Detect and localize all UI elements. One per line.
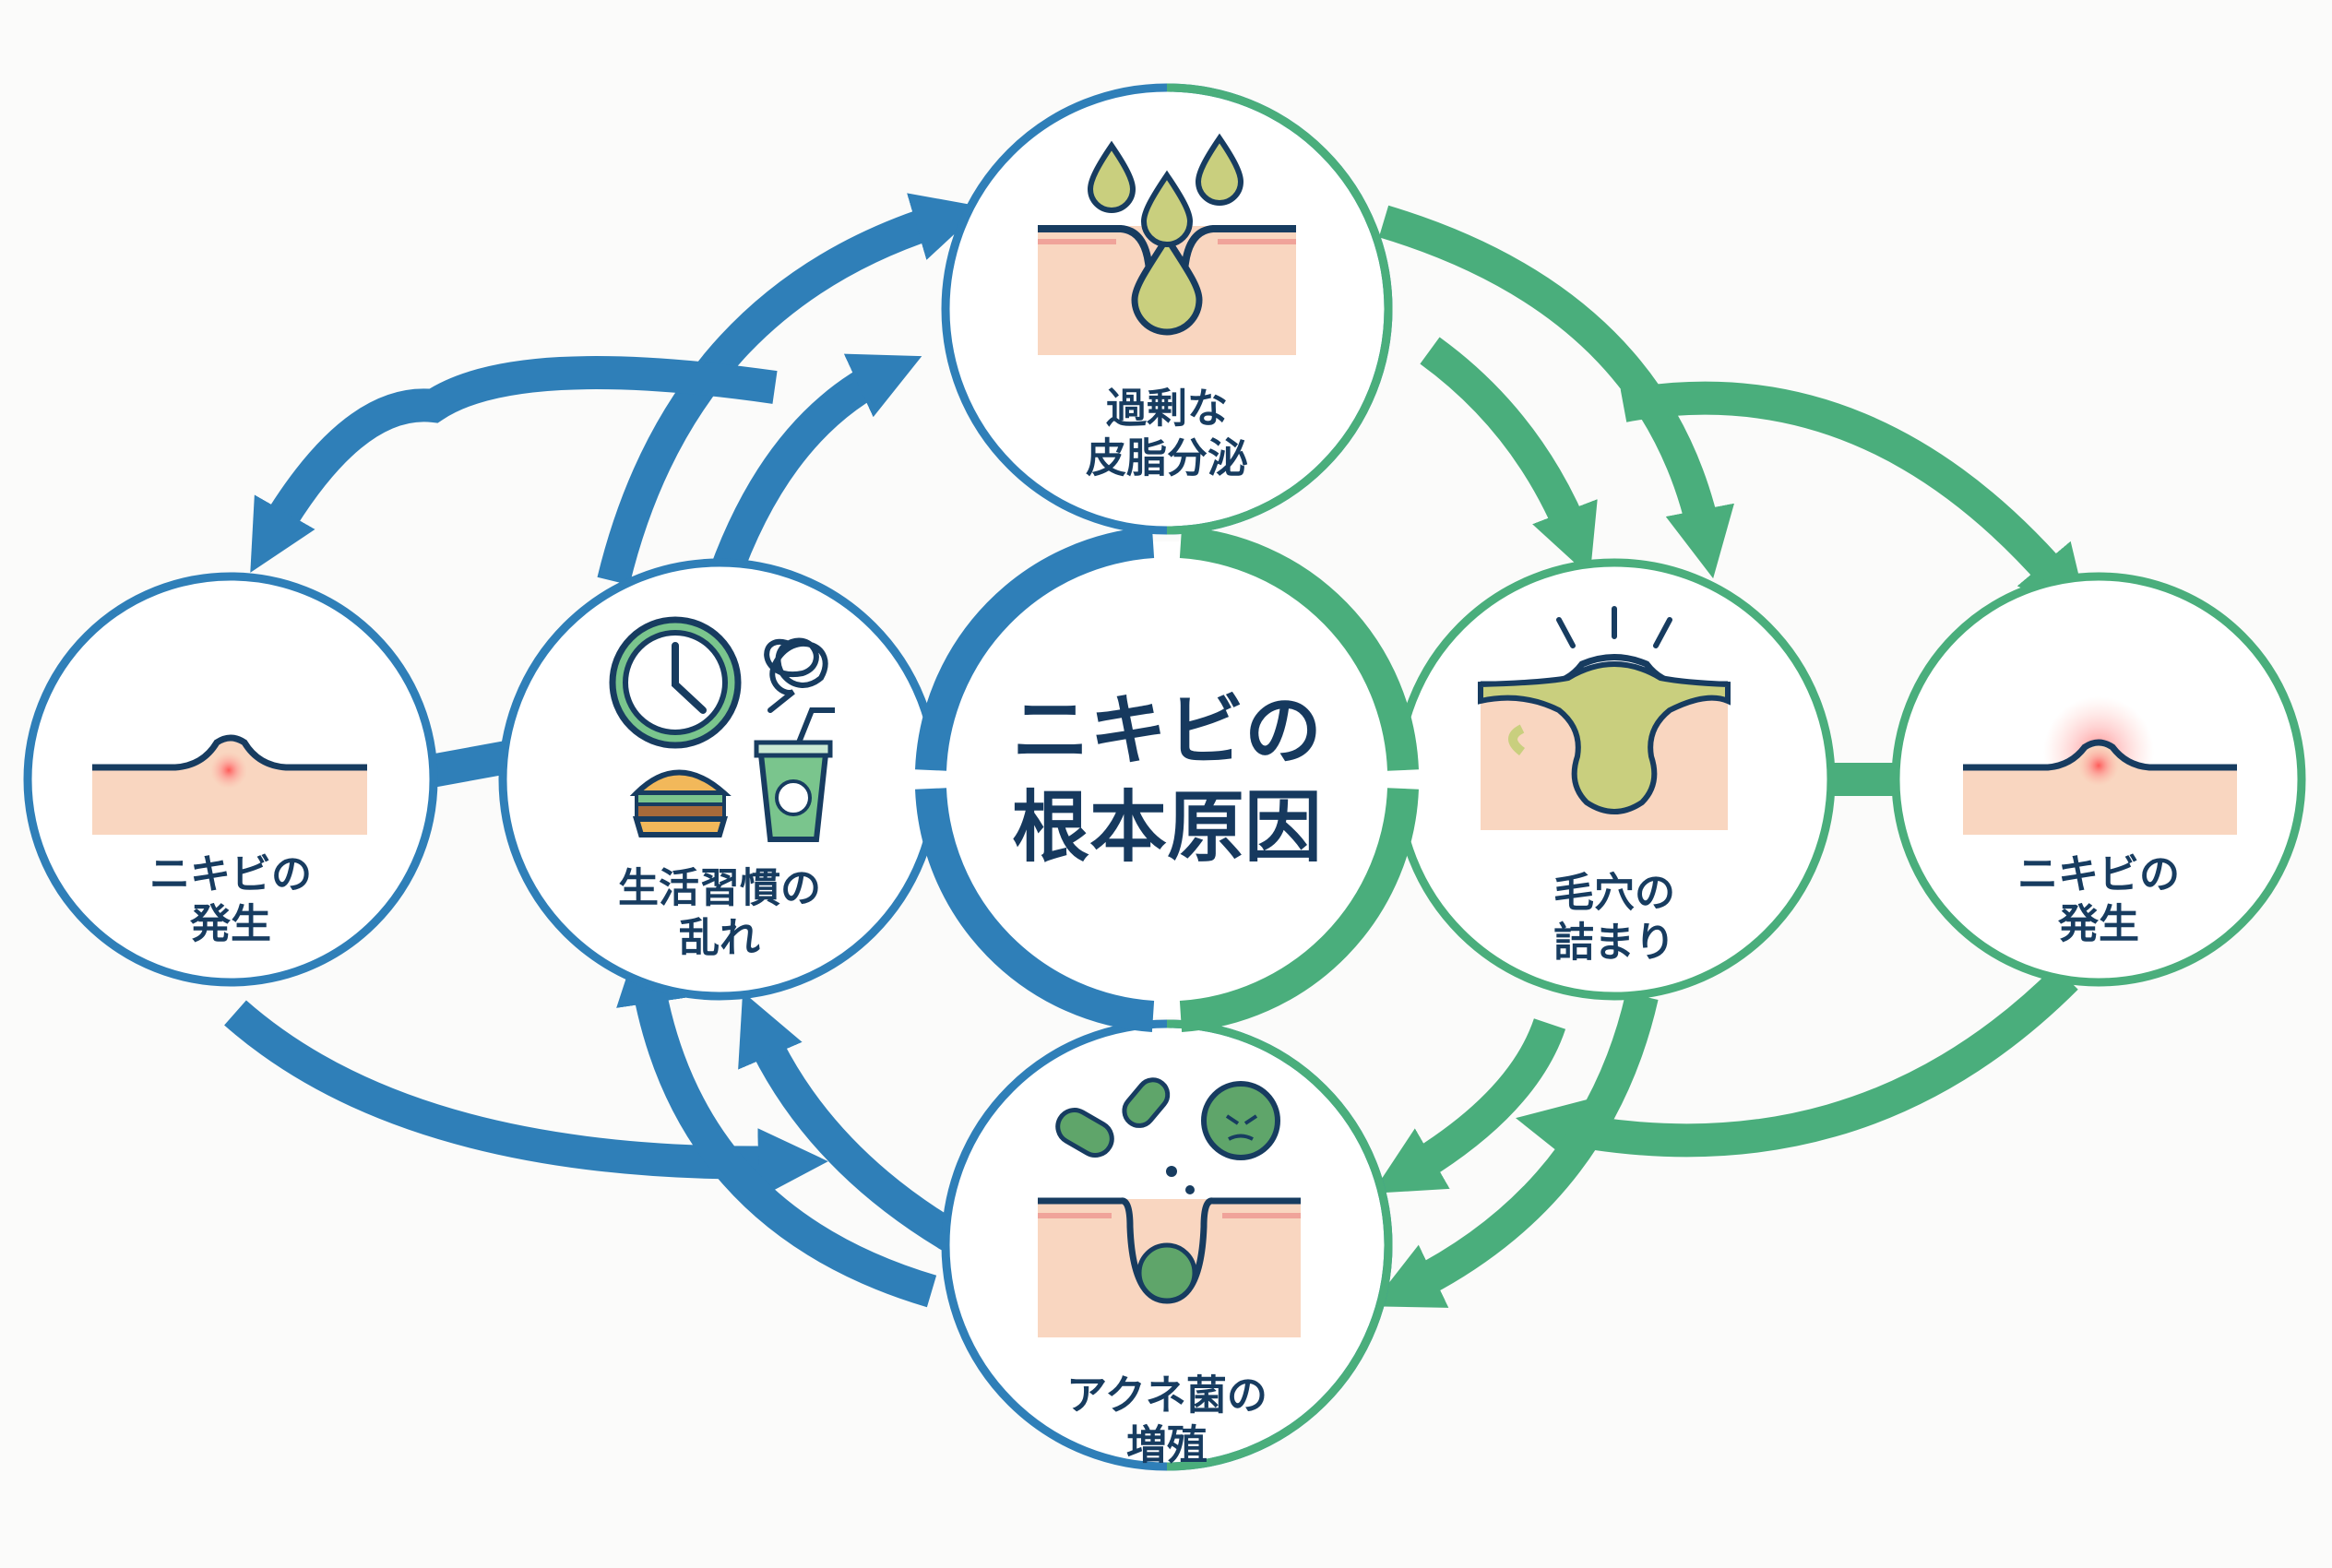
arrow-sebum-to-pore-inner [1420,337,1598,577]
node-sebum-line1: 過剰な [1106,385,1228,433]
clogged-pore-icon [1478,606,1731,830]
arrow-acne-right-to-bacteria-outer [1516,966,2078,1167]
node-lifestyle-line1: 生活習慣の [618,864,821,912]
arrow-bacteria-to-lifestyle-outer [616,933,937,1308]
node-acne-left-line2: 発生 [190,900,271,947]
arrow-acne-left-to-bacteria-outer [224,1000,828,1198]
center-line1: ニキビの [1011,685,1323,776]
node-acne-right-label: ニキビの 発生 [2017,849,2180,948]
node-lifestyle-line2: 乱れ [679,914,760,961]
center-label: ニキビの 根本原因 [1012,683,1322,876]
arrow-lifestyle-to-sebum-outer [597,193,984,586]
node-lifestyle-label: 生活習慣の 乱れ [618,863,821,962]
center-ring [915,527,1419,1032]
clock-stress-junkfood-icon [609,616,835,842]
arrow-bacteria-to-lifestyle-inner [738,992,959,1251]
node-pore-line2: 詰まり [1553,919,1675,966]
node-pore-line1: 毛穴の [1553,869,1675,917]
node-bacteria-circle-green-arc [1166,1019,1393,1471]
oil-drops-skin-icon [1038,133,1296,355]
node-acne-left-line1: ニキビの [149,850,312,898]
arrow-pore-to-bacteria-outer [1370,992,1659,1308]
inflamed-pimple-skin-icon [1963,696,2237,835]
node-bacteria-label: アクネ菌の 増殖 [1066,1371,1267,1469]
arrow-sebum-to-pore-outer [1378,205,1734,579]
node-sebum-label: 過剰な 皮脂分泌 [1086,384,1248,482]
arrow-sebum-to-acne-left-outer [250,356,778,573]
node-sebum-circle-green-arc [1166,83,1393,535]
center-line2: 根本原因 [1011,782,1323,873]
node-sebum-line2: 皮脂分泌 [1086,434,1248,481]
node-acne-right-line2: 発生 [2058,900,2139,947]
arrow-lifestyle-to-sebum-inner [703,353,922,596]
pimple-skin-icon [92,734,367,835]
node-pore-label: 毛穴の 詰まり [1553,868,1675,967]
node-bacteria-line2: 増殖 [1126,1421,1208,1468]
arrow-pore-to-bacteria-inner [1372,1017,1566,1194]
acne-bacteria-icon [1038,1077,1301,1337]
arrow-pore-to-acne-right-outer [1620,381,2089,617]
flow-arrows [224,193,2089,1308]
node-bacteria-line1: アクネ菌の [1066,1372,1267,1420]
node-acne-right-line1: ニキビの [2017,850,2180,898]
node-acne-left-label: ニキビの 発生 [149,849,312,948]
